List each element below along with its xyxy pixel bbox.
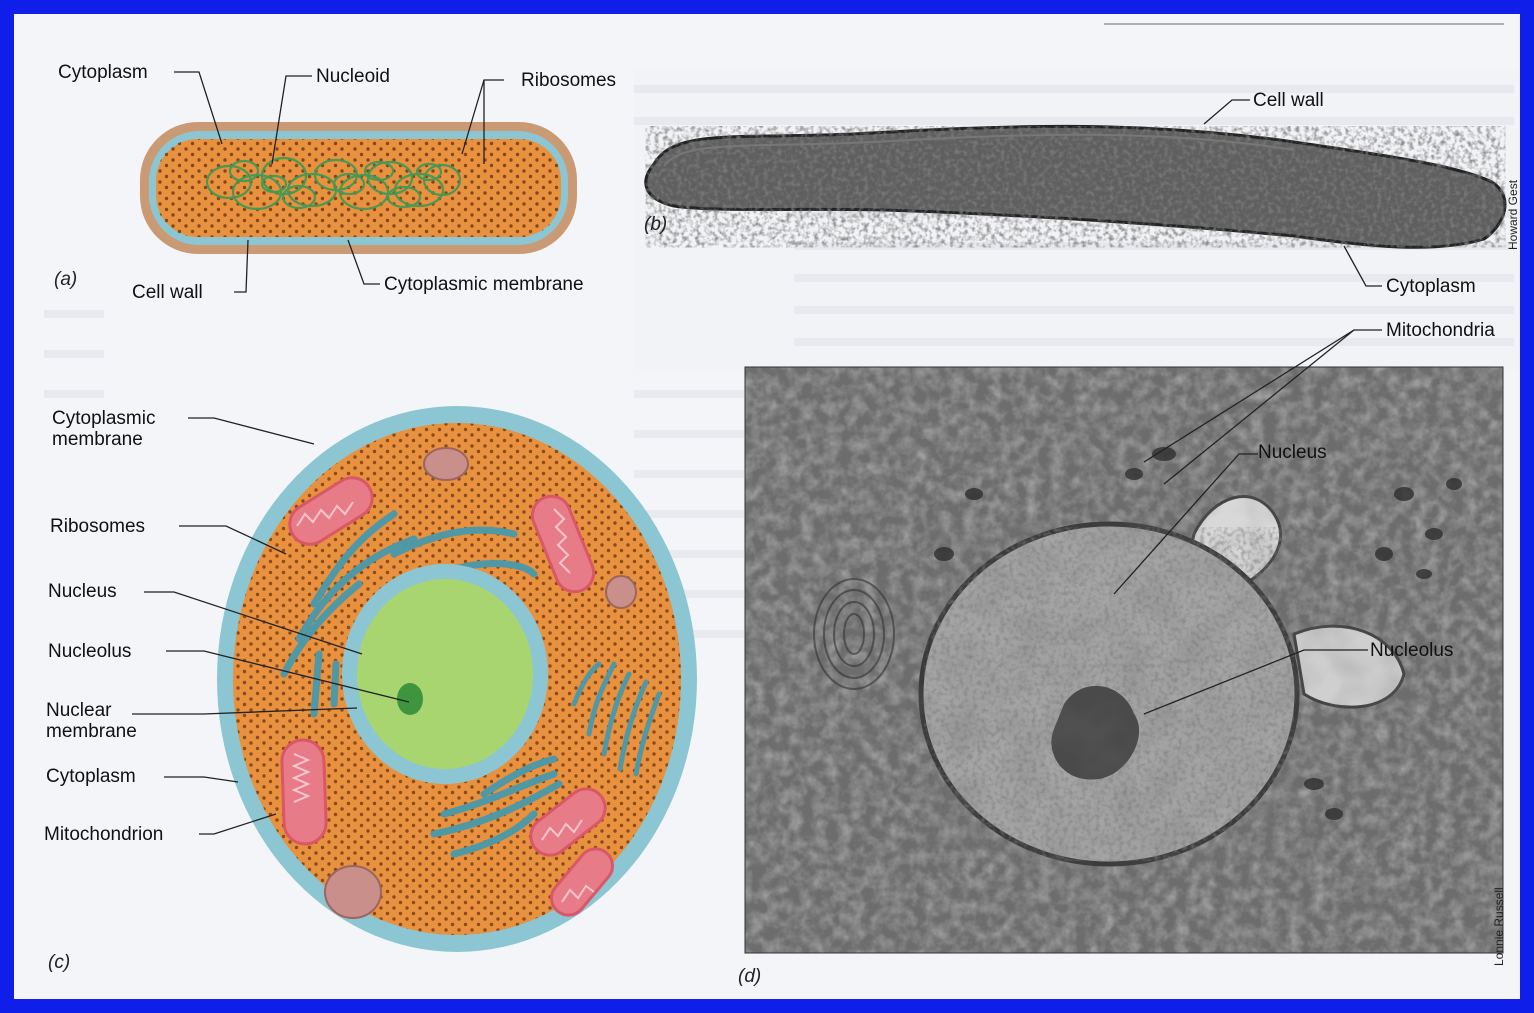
nucleolus [397,683,423,715]
label-a-cytoplasm: Cytoplasm [58,62,148,83]
label-c-cytoplasmic-membrane: Cytoplasmic membrane [52,408,192,450]
label-a-nucleoid: Nucleoid [316,66,390,87]
label-c-mitochondrion: Mitochondrion [44,824,163,845]
panel-b-letter: (b) [644,214,667,236]
label-c-nuclear-membrane: Nuclear membrane [46,700,156,742]
panel-a-letter: (a) [54,269,77,291]
label-a-ribosomes: Ribosomes [521,70,616,91]
figure-drawing [14,14,1520,999]
figure-canvas: Cytoplasm Nucleoid Ribosomes Cell wall C… [14,14,1520,999]
panel-d-letter: (d) [738,966,761,988]
label-a-cell-wall: Cell wall [132,282,203,303]
credit-howard-gest: Howard Gest [1506,180,1520,250]
label-c-cytoplasm: Cytoplasm [46,766,136,787]
panel-c-letter: (c) [48,952,70,974]
label-b-cell-wall: Cell wall [1253,90,1324,111]
prokaryotic-cell-illustration [140,122,577,254]
label-d-nucleus: Nucleus [1258,442,1327,463]
label-c-nucleus: Nucleus [48,581,117,602]
credit-lonnie-russell: Lonnie Russell [1492,887,1506,966]
label-d-mitochondria: Mitochondria [1386,320,1495,341]
eukaryotic-cell-illustration [217,406,697,952]
label-c-nucleolus: Nucleolus [48,641,131,662]
label-c-ribosomes: Ribosomes [50,516,145,537]
label-a-cytoplasmic-membrane: Cytoplasmic membrane [384,274,584,295]
label-b-cytoplasm: Cytoplasm [1386,276,1476,297]
label-d-nucleolus: Nucleolus [1370,640,1453,661]
